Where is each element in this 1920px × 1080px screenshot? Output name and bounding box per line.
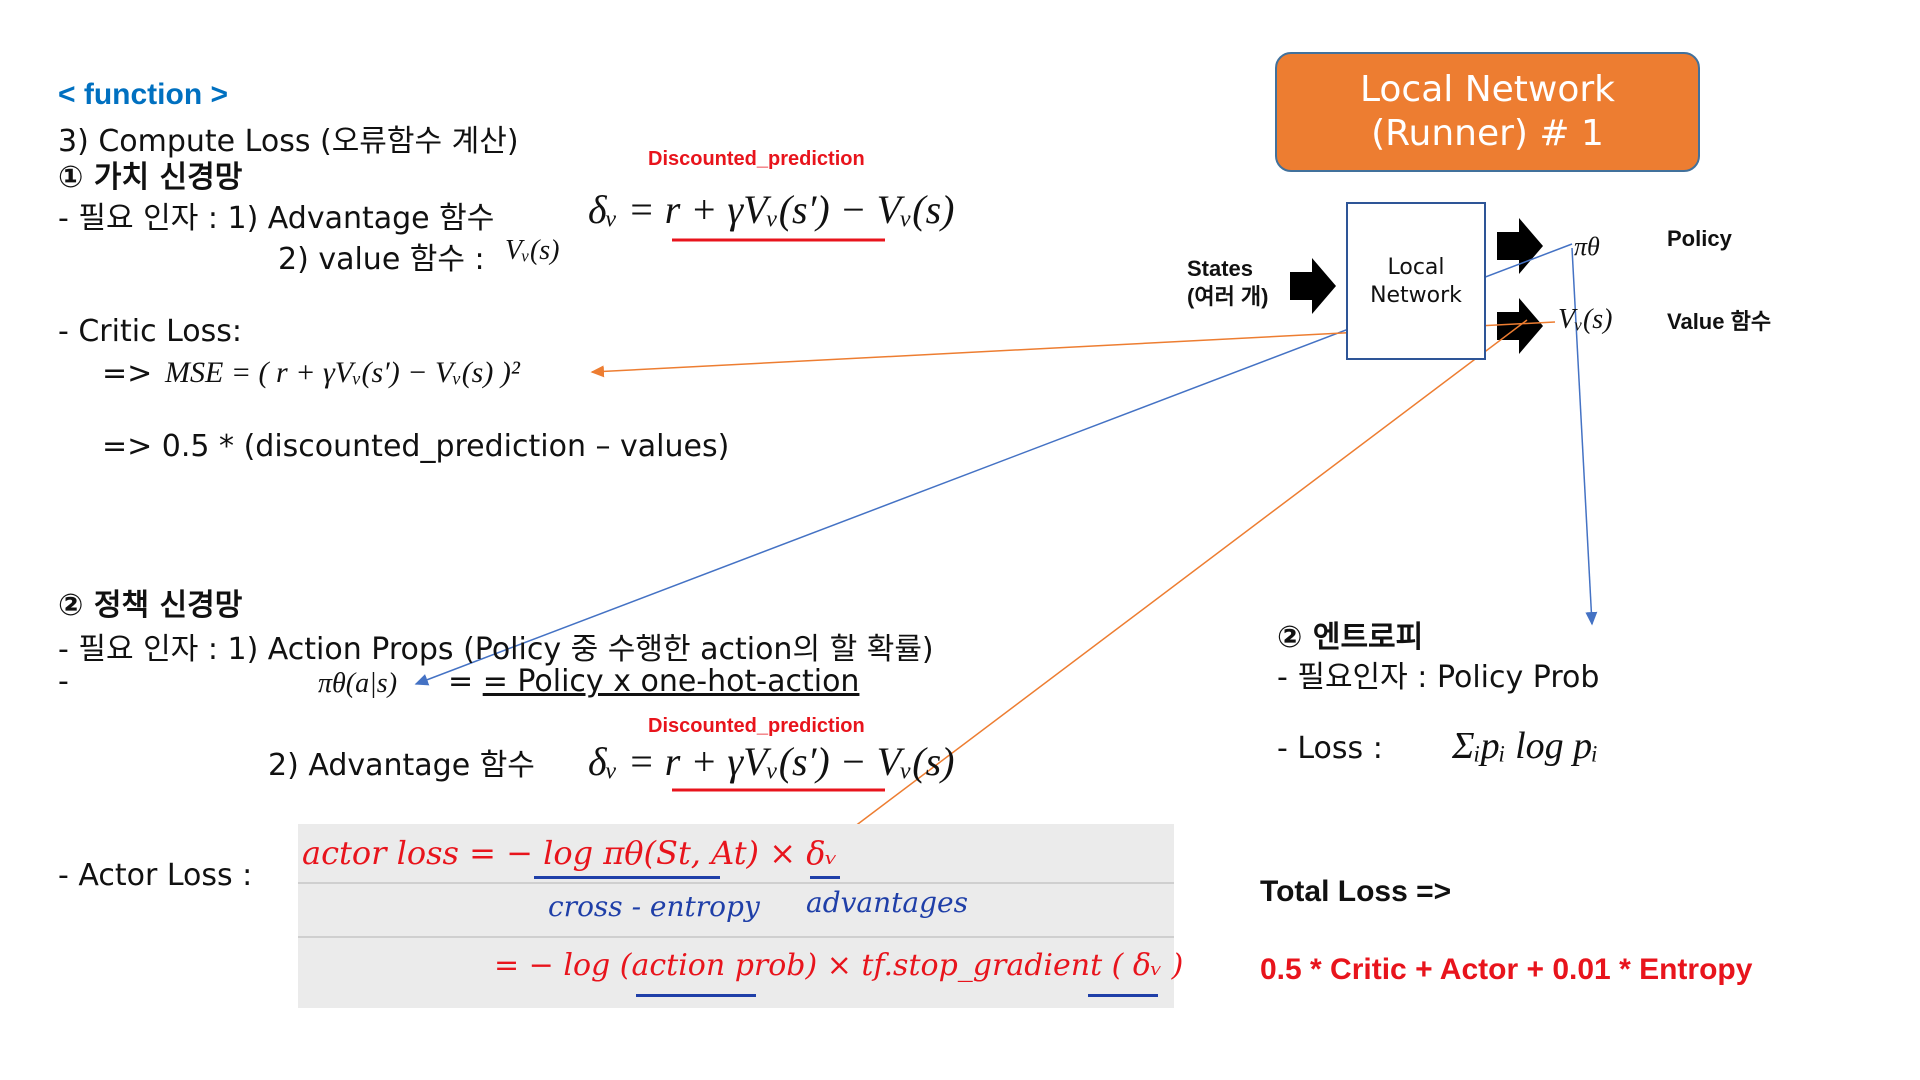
value-label: Value 함수 xyxy=(1667,309,1772,334)
local-network-box: Local Network xyxy=(1346,202,1486,360)
states-arrow-icon xyxy=(1290,258,1336,314)
handwritten-note: actor loss = − log πθ(St, At) × δᵥ cross… xyxy=(298,824,1183,1008)
step-title: 3) Compute Loss (오류함수 계산) xyxy=(58,124,519,159)
local-network-box-line1: Local xyxy=(1387,255,1445,280)
handwritten-advantages: advantages xyxy=(806,886,968,919)
advantage-formula: δᵥ = r + γVᵥ(s′) − Vᵥ(s) xyxy=(588,187,955,232)
critic-implementation: => 0.5 * (discounted_prediction – values… xyxy=(102,429,730,464)
states-label-line2: (여러 개) xyxy=(1187,284,1269,309)
policy-symbol: πθ xyxy=(1574,232,1600,261)
value-symbol: Vᵥ(s) xyxy=(1558,304,1613,335)
discounted-prediction-label: Discounted_prediction xyxy=(648,148,865,170)
policy-net-factor2: 2) Advantage 함수 xyxy=(268,748,535,783)
critic-loss-label: - Critic Loss: xyxy=(58,314,243,349)
entropy-factor: - 필요인자 : Policy Prob xyxy=(1277,660,1600,695)
local-network-title: Local Network xyxy=(1359,69,1616,110)
total-loss-label: Total Loss => xyxy=(1260,875,1452,908)
policy-onehot-text: = Policy x one-hot-action xyxy=(482,664,860,699)
policy-net-dash: - xyxy=(58,664,69,699)
value-arrow-icon xyxy=(1497,298,1543,354)
entropy-loss-label: - Loss : xyxy=(1277,731,1383,766)
actor-loss-label: - Actor Loss : xyxy=(58,858,253,893)
policy-arrow-icon xyxy=(1497,218,1543,274)
policy-onehot-eq: = = Policy x one-hot-action xyxy=(448,664,860,699)
entropy-loss-formula: Σᵢpᵢ log pᵢ xyxy=(1452,725,1599,767)
states-label: States (여러 개) xyxy=(1187,255,1269,311)
function-tag: < function > xyxy=(58,78,229,111)
discounted-prediction-label-2: Discounted_prediction xyxy=(648,715,865,737)
policy-label: Policy xyxy=(1667,226,1732,251)
value-net-factors: - 필요 인자 : 1) Advantage 함수 xyxy=(58,201,495,236)
policy-net-heading: ② 정책 신경망 xyxy=(58,588,243,623)
value-net-heading: ① 가치 신경망 xyxy=(58,160,243,195)
value-net-factor2: 2) value 함수 : xyxy=(278,242,485,277)
policy-net-factor1: - 필요 인자 : 1) Action Props (Policy 중 수행한 … xyxy=(58,632,934,667)
handwritten-cross-entropy: cross - entropy xyxy=(548,890,760,923)
mse-formula: MSE = ( r + γVᵥ(s′) − Vᵥ(s) )² xyxy=(165,356,520,389)
handwritten-actor-loss: actor loss = − log πθ(St, At) × δᵥ xyxy=(302,834,838,872)
mse-prefix: => xyxy=(102,356,153,391)
value-function-math: Vᵥ(s) xyxy=(505,235,560,266)
local-network-box-line2: Network xyxy=(1370,283,1462,308)
entropy-heading: ② 엔트로피 xyxy=(1277,620,1424,655)
runner-title: (Runner) # 1 xyxy=(1371,113,1604,154)
advantage-formula-2: δᵥ = r + γVᵥ(s′) − Vᵥ(s) xyxy=(588,739,955,784)
local-network-runner-box: Local Network (Runner) # 1 xyxy=(1275,52,1700,172)
total-loss-formula: 0.5 * Critic + Actor + 0.01 * Entropy xyxy=(1260,953,1753,986)
handwritten-stop-gradient: = − log (action prob) × tf.stop_gradient… xyxy=(494,948,1184,983)
states-label-line1: States xyxy=(1187,256,1254,281)
action-prob-math: πθ(a|s) xyxy=(318,668,398,699)
